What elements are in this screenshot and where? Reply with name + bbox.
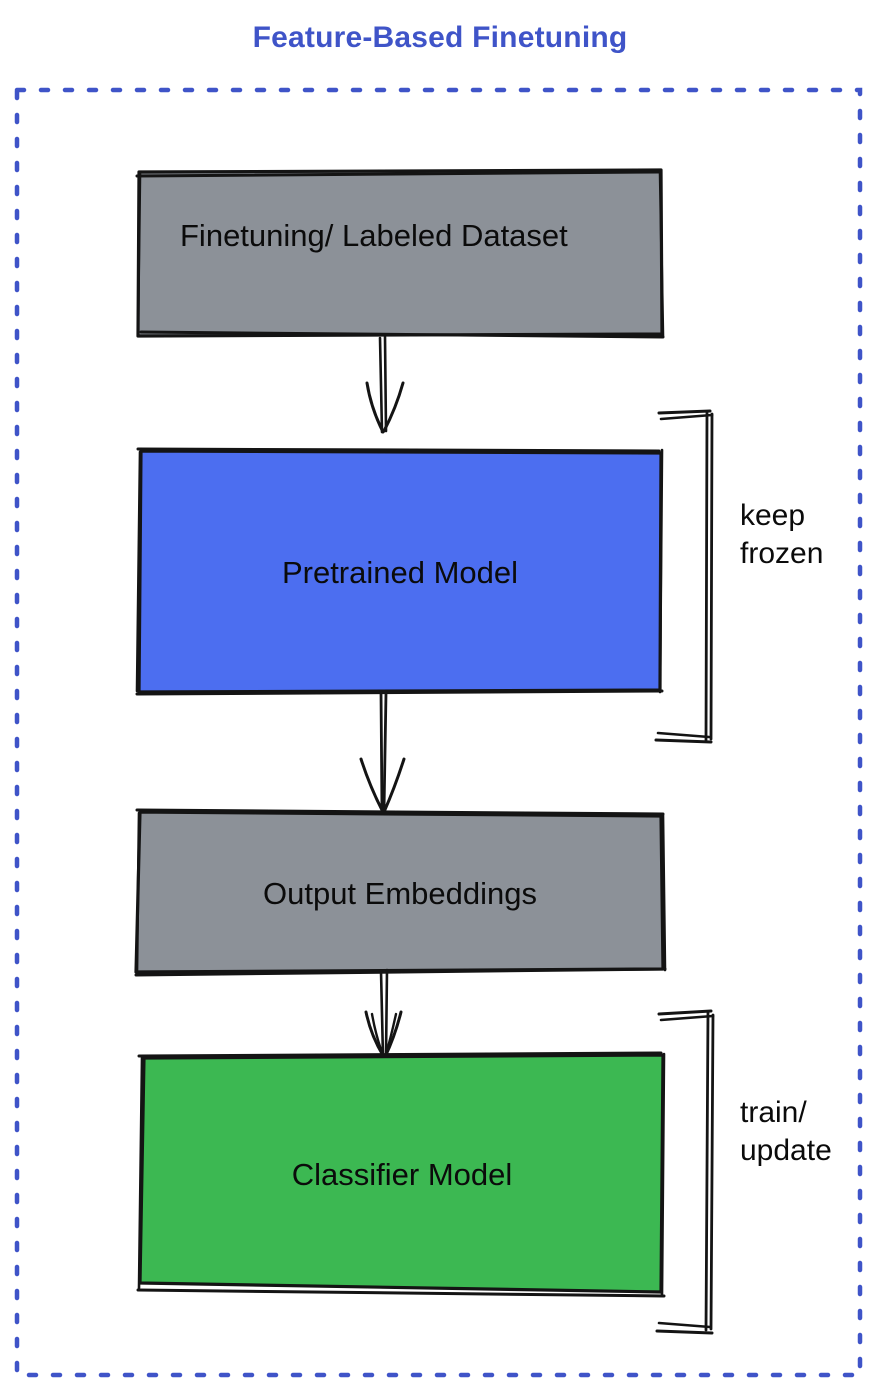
node-dataset[interactable]	[135, 168, 665, 339]
node-label-dataset: Finetuning/ Labeled Dataset	[180, 218, 568, 253]
node-label-output-embeddings: Output Embeddings	[262, 876, 537, 911]
node-classifier-model[interactable]	[136, 1051, 666, 1298]
node-label-pretrained-model: Pretrained Model	[281, 555, 519, 590]
edge-pretrained-to-embeddings	[359, 690, 406, 814]
bracket-train-update	[655, 1009, 715, 1335]
annotation-train-update-line2: update	[740, 1134, 832, 1167]
annotation-train-update-line1: train/	[740, 1096, 807, 1129]
bracket-keep-frozen	[654, 409, 714, 744]
node-output-embeddings[interactable]	[134, 808, 667, 977]
edge-dataset-to-pretrained	[365, 335, 405, 434]
edge-embeddings-to-classifier	[364, 968, 403, 1060]
annotation-keep-frozen-line1: keep	[740, 499, 806, 532]
annotation-keep-frozen-line2: frozen	[740, 537, 824, 570]
node-pretrained-model[interactable]	[135, 447, 664, 696]
node-label-classifier-model: Classifier Model	[291, 1157, 513, 1192]
page-title: Feature-Based Finetuning	[252, 21, 628, 54]
dashed-boundary	[14, 87, 863, 1378]
